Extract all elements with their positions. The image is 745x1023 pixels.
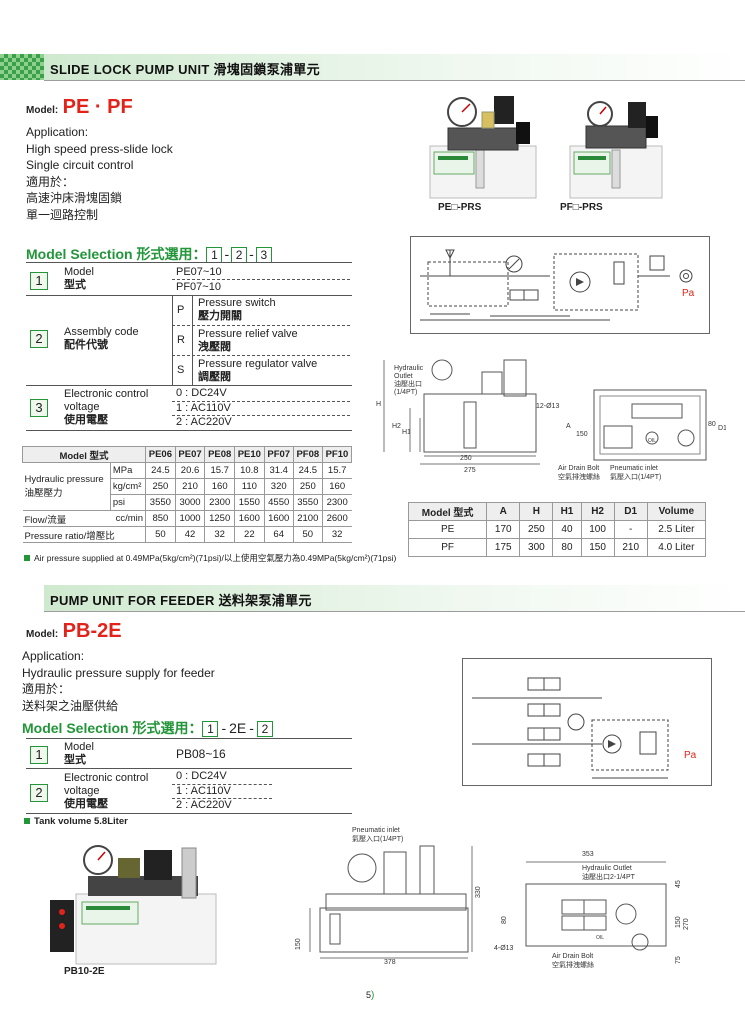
svg-text:250: 250	[460, 455, 472, 462]
feeder-top-view: 353 Hydraulic Outlet 油壓出口2-1/4PT 45 150 …	[494, 851, 690, 969]
svg-text:150: 150	[675, 916, 682, 928]
model-selection-title: Model Selection 形式選用：1-2-3	[26, 244, 272, 264]
svg-text:H2: H2	[392, 423, 401, 430]
svg-text:氣壓入口(1/4PT): 氣壓入口(1/4PT)	[610, 472, 661, 481]
top-view-drawing: 12-Ø13 A 150 80 D1 OIL Air Drain Bolt 空氣…	[536, 389, 726, 481]
tank-volume-note: Tank volume 5.8Liter	[24, 816, 128, 827]
page-number: 5)	[366, 990, 375, 1001]
selection-number: 1	[30, 746, 48, 764]
svg-text:OIL: OIL	[648, 438, 656, 444]
svg-text:Hydraulic: Hydraulic	[394, 365, 424, 372]
model-selection-title: Model Selection 形式選用：1-2E-2	[22, 718, 273, 738]
selection-number: 1	[30, 272, 48, 290]
application-text: Application: High speed press-slide lock…	[26, 125, 173, 222]
svg-text:空氣排洩螺絲: 空氣排洩螺絲	[558, 472, 600, 481]
svg-text:275: 275	[464, 467, 476, 474]
svg-text:H: H	[376, 401, 381, 408]
feeder-hydraulic-circuit: Pa	[462, 658, 712, 786]
photo-caption-pe: PE□-PRS	[438, 202, 482, 213]
model-value: PE · PF	[62, 96, 133, 118]
svg-text:4-Ø13: 4-Ø13	[494, 945, 514, 952]
model-heading: Model: PE · PF	[26, 96, 133, 118]
selection-number: 2	[30, 784, 48, 802]
svg-text:270: 270	[683, 918, 690, 930]
selection-number: 2	[30, 330, 48, 348]
svg-text:空氣排洩螺絲: 空氣排洩螺絲	[552, 960, 594, 969]
svg-text:油壓出口2-1/4PT: 油壓出口2-1/4PT	[582, 872, 636, 881]
pe-prs-photo	[429, 96, 537, 199]
svg-text:80: 80	[708, 421, 716, 428]
air-pressure-note: Air pressure supplied at 0.49MPa(5kg/cm²…	[24, 552, 396, 564]
svg-text:OIL: OIL	[596, 935, 604, 941]
svg-text:378: 378	[384, 959, 396, 966]
section-header-slide-lock: SLIDE LOCK PUMP UNIT 滑塊固鎖泵浦單元	[0, 54, 745, 84]
photo-caption-pf: PF□-PRS	[560, 202, 603, 213]
spec-table: Model 型式 PE06 PE07 PE08 PE10 PF07 PF08 P…	[21, 446, 353, 543]
svg-text:75: 75	[675, 956, 682, 964]
pa-label: Pa	[684, 750, 697, 761]
svg-text:Air Drain Bolt: Air Drain Bolt	[552, 953, 593, 960]
svg-text:330: 330	[475, 886, 482, 898]
svg-text:80: 80	[501, 916, 508, 924]
svg-text:Outlet: Outlet	[394, 373, 413, 380]
svg-text:油壓出口: 油壓出口	[394, 379, 422, 388]
pf-prs-photo	[569, 101, 663, 199]
pb10-2e-photo	[50, 845, 217, 965]
svg-text:D1: D1	[718, 425, 726, 432]
model-value: PB-2E	[62, 620, 122, 642]
application-text: Application: Hydraulic pressure supply f…	[22, 649, 215, 713]
front-elevation-drawing: Hydraulic Outlet 油壓出口 (1/4PT) H H2 H1 25…	[376, 359, 540, 474]
svg-text:353: 353	[582, 851, 594, 858]
section-header-feeder: PUMP UNIT FOR FEEDER 送料架泵浦單元	[0, 585, 745, 615]
selection-number: 3	[30, 399, 48, 417]
svg-text:H1: H1	[402, 429, 411, 436]
svg-text:150: 150	[576, 431, 588, 438]
svg-text:150: 150	[295, 938, 302, 950]
svg-text:Air Drain Bolt: Air Drain Bolt	[558, 465, 599, 472]
svg-text:Pneumatic inlet: Pneumatic inlet	[610, 465, 658, 472]
svg-text:Hydraulic Outlet: Hydraulic Outlet	[582, 865, 632, 872]
svg-text:A: A	[566, 423, 571, 430]
svg-text:45: 45	[675, 880, 682, 888]
hydraulic-circuit-diagram: Pa	[410, 236, 710, 334]
model-heading: Model: PB-2E	[26, 620, 122, 642]
svg-text:12-Ø13: 12-Ø13	[536, 403, 559, 410]
header-checker-pattern	[0, 54, 44, 80]
section-title: SLIDE LOCK PUMP UNIT 滑塊固鎖泵浦單元	[50, 62, 320, 77]
feeder-front-elevation: Pneumatic inlet 氣壓入口(1/4PT) 330 150 378	[295, 827, 482, 966]
svg-text:氣壓入口(1/4PT): 氣壓入口(1/4PT)	[352, 834, 403, 843]
svg-text:(1/4PT): (1/4PT)	[394, 389, 417, 396]
section-title: PUMP UNIT FOR FEEDER 送料架泵浦單元	[50, 593, 312, 608]
photo-caption-pb10: PB10-2E	[64, 966, 105, 977]
svg-text:Pneumatic inlet: Pneumatic inlet	[352, 827, 400, 834]
pa-label: Pa	[682, 288, 695, 299]
